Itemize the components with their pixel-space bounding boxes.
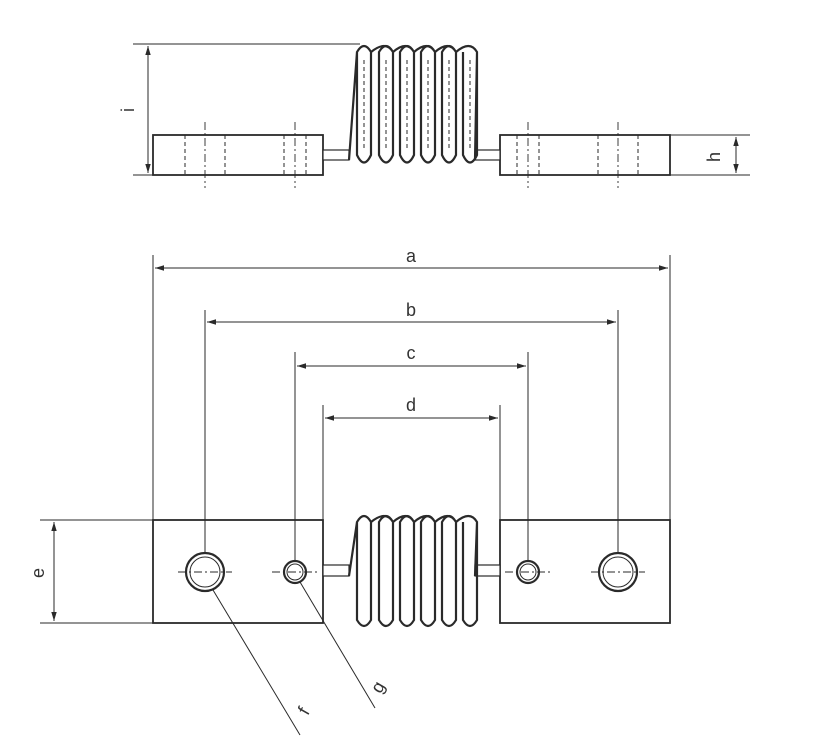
- dimension-i: i: [118, 43, 360, 176]
- label-h: h: [704, 152, 724, 162]
- label-b: b: [406, 300, 416, 320]
- dimension-b: b: [207, 300, 616, 325]
- dimension-h: h: [670, 134, 750, 176]
- side-left-block: [152, 134, 324, 176]
- top-right-lead: [474, 564, 501, 577]
- label-g: g: [367, 678, 389, 697]
- extension-lines: [152, 255, 671, 560]
- top-right-holes: [505, 551, 645, 593]
- label-c: c: [407, 343, 416, 363]
- side-right-holes: [516, 122, 639, 188]
- label-f: f: [294, 703, 314, 718]
- side-right-block: [499, 134, 671, 176]
- side-right-lead: [474, 149, 501, 161]
- side-coil: [347, 44, 479, 164]
- top-view: a b c d e f g: [28, 246, 671, 736]
- label-a: a: [406, 246, 417, 266]
- top-coil: [347, 514, 479, 628]
- label-e: e: [28, 568, 48, 578]
- side-left-holes: [184, 122, 307, 188]
- label-i: i: [118, 108, 138, 112]
- side-view: i h: [118, 43, 750, 188]
- top-left-holes: [178, 551, 318, 593]
- dimension-c: c: [297, 343, 526, 369]
- dimension-e: e: [28, 519, 153, 624]
- dimension-a: a: [155, 246, 668, 271]
- side-left-lead: [322, 149, 350, 161]
- label-d: d: [406, 395, 416, 415]
- top-left-lead: [322, 564, 350, 577]
- dimension-d: d: [325, 395, 498, 421]
